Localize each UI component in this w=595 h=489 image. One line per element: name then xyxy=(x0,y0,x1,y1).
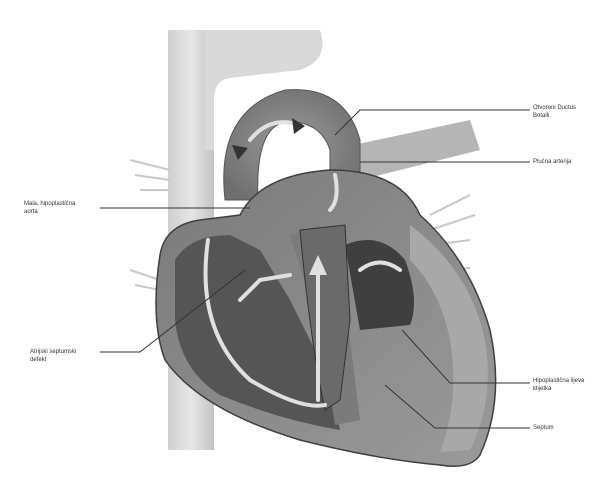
label-ventricle-line2: klijetka xyxy=(533,385,584,393)
label-ductus: Otvoreni Ductus Botalli xyxy=(533,104,576,120)
label-vsd-line1: Atrijski septumski xyxy=(30,348,76,356)
label-vsd-line2: defekt xyxy=(30,356,76,364)
label-ductus-line1: Otvoreni Ductus xyxy=(533,104,576,112)
label-septum: Septum xyxy=(533,424,554,432)
label-pulmonary-line1: Plućna arterija xyxy=(533,158,571,166)
label-aorta-line2: aorta xyxy=(24,208,75,216)
label-vsd: Atrijski septumski defekt xyxy=(30,348,76,364)
label-ductus-line2: Botalli xyxy=(533,112,576,120)
label-aorta-line1: Mala, hipoplastična xyxy=(24,200,75,208)
label-pulmonary: Plućna arterija xyxy=(533,158,571,166)
label-ventricle-line1: Hipoplastična lijeva xyxy=(533,377,584,385)
label-ventricle: Hipoplastična lijeva klijetka xyxy=(533,377,584,393)
label-aorta: Mala, hipoplastična aorta xyxy=(24,200,75,216)
label-septum-line1: Septum xyxy=(533,424,554,432)
